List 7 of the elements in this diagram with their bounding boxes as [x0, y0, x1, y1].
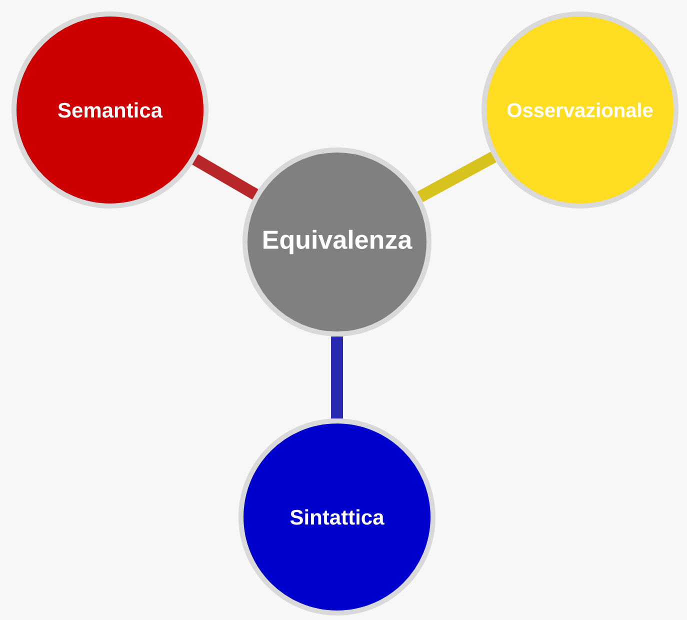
circle-node: Equivalenza — [242, 147, 432, 336]
circle-node: Osservazionale — [482, 12, 678, 208]
circle-node: Semantica — [12, 12, 208, 208]
connector — [192, 154, 258, 200]
connector — [331, 336, 343, 418]
circle-node: Sintattica — [238, 418, 436, 616]
connector — [417, 152, 496, 202]
